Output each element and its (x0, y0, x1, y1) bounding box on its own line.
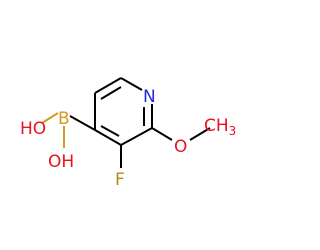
ring-bonds (94, 77, 153, 146)
molecule-diagram: N O CH3 F B HO OH (20, 77, 237, 190)
bond-b-oh-top (41, 112, 59, 124)
atom-ho-top: HO (20, 119, 46, 139)
bond-c5-c6 (94, 77, 122, 94)
bond-c4-b (69, 115, 96, 131)
structure-svg: N O CH3 F B HO OH (20, 77, 236, 190)
bond-o-ch3 (189, 127, 211, 141)
atom-f: F (115, 170, 125, 190)
bond-c2-c3 (120, 127, 153, 146)
ch3-subscript: 3 (229, 124, 237, 138)
bond-c2-o (151, 127, 173, 141)
bond-c6-n (120, 77, 143, 91)
atom-oh-bottom: OH (48, 152, 74, 172)
atom-ch3: CH3 (204, 116, 236, 138)
substituent-bonds (41, 112, 211, 168)
atom-b: B (58, 109, 70, 129)
ch3-main: CH (204, 116, 229, 136)
bond-c5-c6-double (100, 86, 122, 100)
bond-c3-c4-double (100, 125, 120, 137)
atom-o-methoxy: O (174, 137, 187, 157)
atom-n: N (143, 87, 156, 107)
bond-c3-c4 (94, 129, 122, 146)
